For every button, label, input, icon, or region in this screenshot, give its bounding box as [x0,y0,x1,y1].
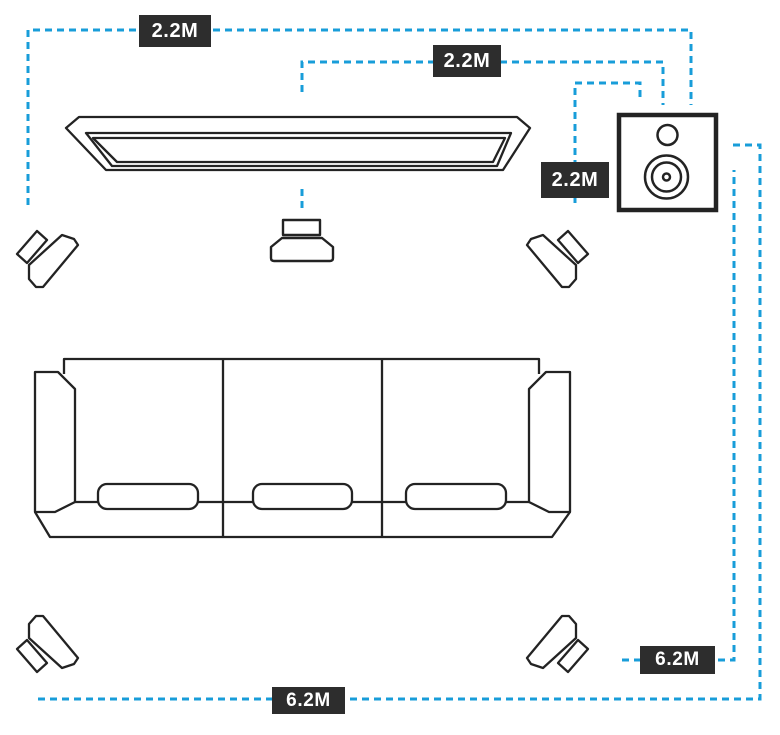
measure-line-room-width [38,143,762,701]
subwoofer [616,112,719,213]
measure-line-front-width [26,28,693,205]
sofa-cushion [96,482,200,511]
sofa-cushion [404,482,508,511]
front-right-speaker [525,229,590,289]
measure-line-room-depth [622,170,736,662]
front-left-speaker [15,229,80,289]
measurement-label-room-width: 6.2M [272,687,345,714]
subwoofer-tweeter [656,123,679,147]
measurement-label-subwoofer-offset: 2.2M [541,162,609,198]
measurement-label-front-width: 2.2M [139,15,211,47]
measure-line-subwoofer-offset [573,81,642,207]
sofa [33,357,572,539]
sofa-cushion [251,482,354,511]
measurement-label-room-depth: 6.2M [640,646,715,674]
measurement-label-tv-to-subwoofer: 2.2M [433,45,501,77]
rear-right-speaker [525,614,590,674]
tv [64,115,532,172]
center-speaker [269,218,335,263]
rear-left-speaker [15,614,80,674]
